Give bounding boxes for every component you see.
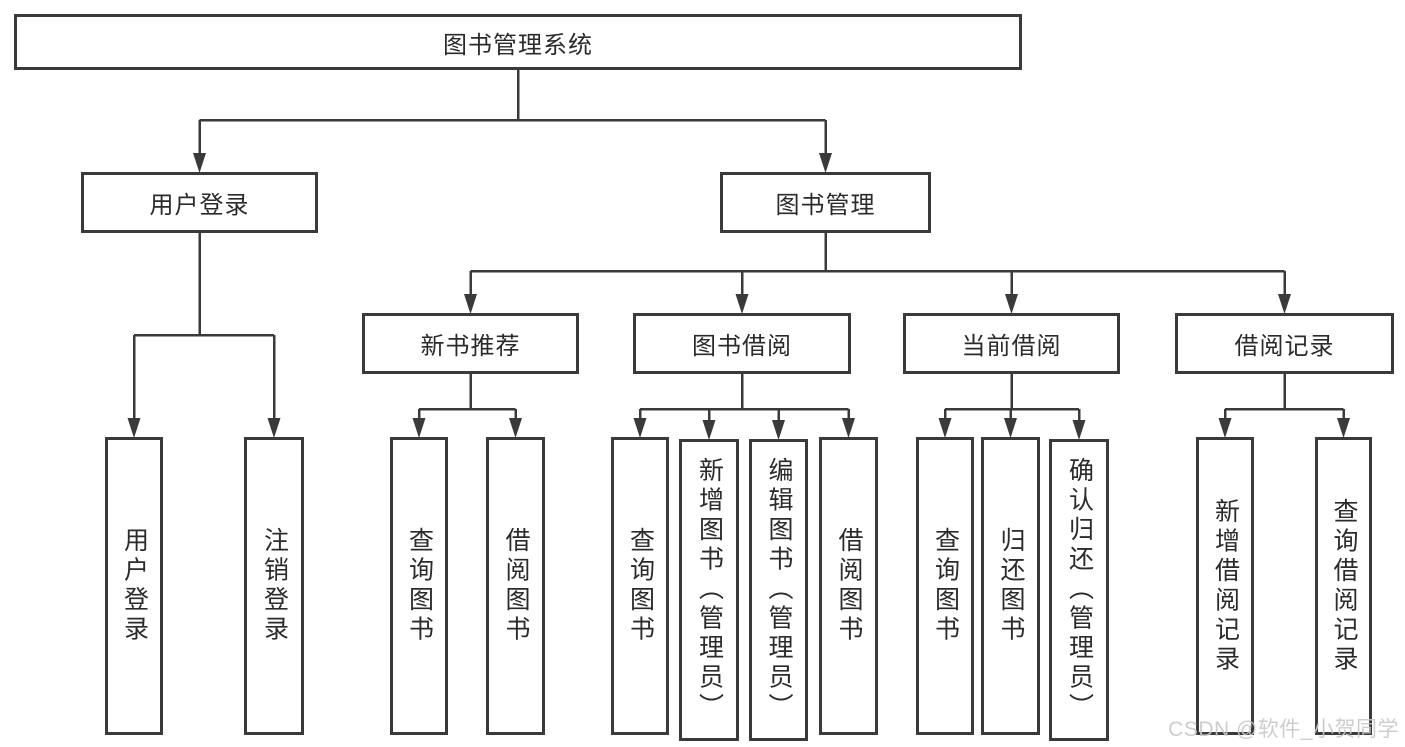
node-current-borrow: 当前借阅: [903, 313, 1120, 374]
node-bb-borrow-book: 借阅图书: [819, 437, 878, 735]
node-cb-return-book: 归还图书: [981, 437, 1040, 735]
node-logout-leaf: 注销登录: [244, 437, 304, 735]
node-rec-query-book: 查询图书: [390, 437, 448, 735]
node-user-login: 用户登录: [81, 172, 318, 233]
node-br-query-record: 查询借阅记录: [1315, 437, 1372, 735]
node-user-login-leaf: 用户登录: [105, 437, 163, 735]
node-book-borrow: 图书借阅: [633, 313, 851, 374]
node-root: 图书管理系统: [14, 14, 1022, 70]
watermark: CSDN @软件_小贺同学: [1168, 718, 1399, 741]
node-cb-query-book: 查询图书: [916, 437, 974, 735]
node-bb-add-book: 新增图书（管理员）: [679, 439, 739, 741]
node-rec-borrow-book: 借阅图书: [486, 437, 545, 735]
node-bb-edit-book: 编辑图书（管理员）: [749, 439, 808, 741]
node-borrow-records: 借阅记录: [1175, 313, 1394, 374]
node-br-add-record: 新增借阅记录: [1196, 437, 1254, 735]
node-cb-confirm-return: 确认归还（管理员）: [1049, 439, 1109, 741]
node-book-mgmt: 图书管理: [720, 172, 931, 233]
node-new-book-rec: 新书推荐: [362, 313, 579, 374]
node-bb-query-book: 查询图书: [611, 437, 669, 735]
